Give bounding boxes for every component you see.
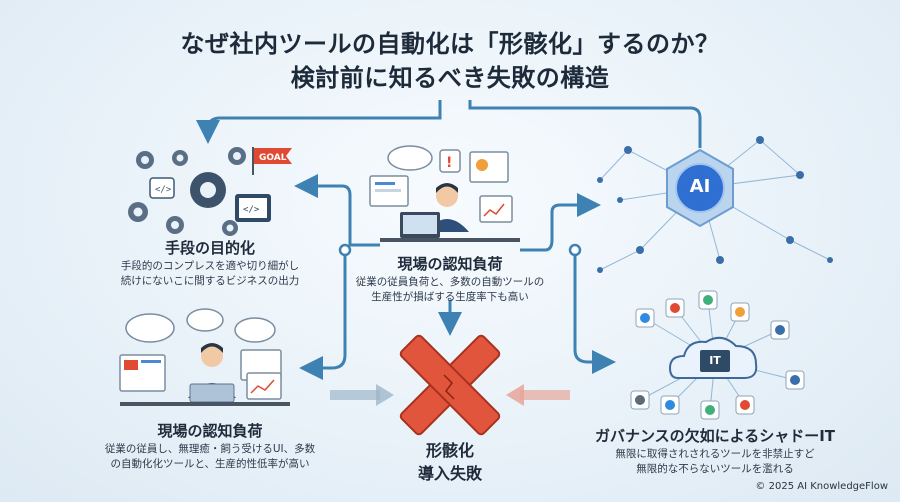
arrow-center-to-left: [294, 174, 380, 247]
arrow-left-vertical: [299, 250, 347, 380]
desc-means-as-goal-1: 手段的のコンプレスを適や切り細がし: [120, 260, 300, 272]
copyright-text: © 2025 AI KnowledgeFlow: [755, 481, 888, 492]
svg-text:!: !: [446, 155, 452, 171]
goal-tag: GOAL: [259, 153, 287, 163]
sub-title: 検討前に知るべき失敗の構造: [290, 64, 610, 92]
label-shadow-it: ガバナンスの欠如によるシャドーIT: [594, 427, 836, 445]
arrow-right-vertical: [573, 250, 616, 374]
desc-cognitive-load-bottom-2: の自動化化ツールと、生産的性低率が高い: [110, 458, 310, 470]
desc-cognitive-load-top-2: 生産性が損ばする生度率下も高い: [371, 291, 529, 303]
main-title: なぜ社内ツールの自動化は「形骸化」するのか？: [180, 30, 720, 58]
desc-means-as-goal-2: 続けにないこに間するビジネスの出力: [120, 275, 300, 287]
arrow-center-to-ai: [520, 193, 601, 252]
label-means-as-goal: 手段の目的化: [164, 239, 255, 257]
label-cognitive-load-bottom: 現場の認知負荷: [157, 422, 263, 440]
ai-badge-text: AI: [689, 176, 711, 197]
svg-text:</>: </>: [155, 185, 172, 195]
cloud-it-text: IT: [709, 354, 721, 367]
svg-text:</>: </>: [243, 205, 260, 215]
label-cognitive-load-top: 現場の認知負荷: [397, 255, 503, 273]
desc-shadow-it-1: 無限に取得されされるツールを非禁止すど: [615, 448, 815, 460]
arrow-top-loop: [208, 100, 702, 148]
desc-cognitive-load-top-1: 従業の従員負荷と、多数の自動ツールの: [355, 276, 545, 288]
center-label-2: 導入失敗: [417, 464, 482, 483]
desc-cognitive-load-bottom-1: 従業の従員し、無理癒・飼う受けるUI、多数: [104, 443, 316, 455]
gear-icon: [128, 147, 246, 236]
center-label-1: 形骸化: [425, 441, 474, 460]
desc-shadow-it-2: 無限的な不らないツールを濫れる: [636, 463, 794, 475]
